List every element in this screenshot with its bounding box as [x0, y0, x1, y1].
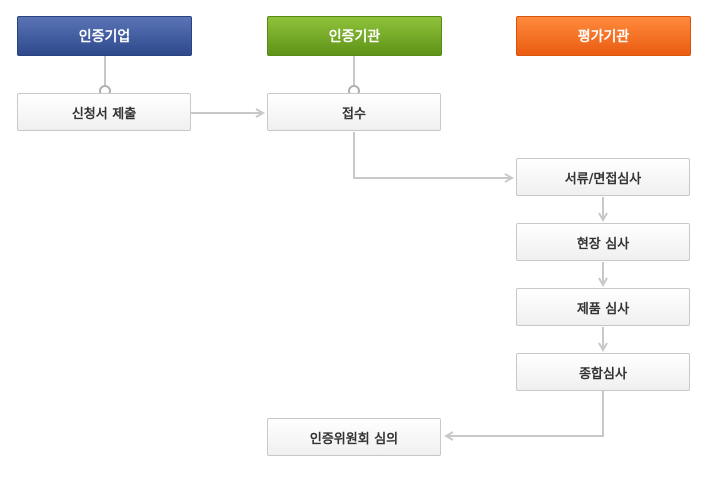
step-overall-review: 종합심사 [516, 353, 690, 391]
step-document-interview-review: 서류/면접심사 [516, 158, 690, 196]
step-committee-deliberation: 인증위원회 심의 [267, 418, 441, 456]
step-receipt-label: 접수 [342, 106, 366, 122]
header-certification-institution: 인증기관 [267, 16, 442, 56]
arrow-overall-to-committee [446, 391, 604, 436]
arrow-receive-to-document [353, 132, 512, 178]
header-evaluation-institution-label: 평가기관 [577, 29, 630, 45]
header-certification-institution-label: 인증기관 [328, 29, 381, 45]
header-evaluation-institution: 평가기관 [516, 16, 691, 56]
step-submit-application: 신청서 제출 [17, 93, 191, 131]
step-product-review: 제품 심사 [516, 288, 690, 326]
step-onsite-review: 현장 심사 [516, 223, 690, 261]
step-document-interview-review-label: 서류/면접심사 [564, 171, 642, 187]
header-certified-company: 인증기업 [17, 16, 192, 56]
step-onsite-review-label: 현장 심사 [576, 236, 630, 252]
step-receipt: 접수 [267, 93, 441, 131]
header-certified-company-label: 인증기업 [78, 29, 131, 45]
step-product-review-label: 제품 심사 [576, 301, 630, 317]
step-overall-review-label: 종합심사 [579, 366, 627, 382]
step-committee-deliberation-label: 인증위원회 심의 [309, 431, 399, 447]
step-submit-application-label: 신청서 제출 [71, 106, 137, 122]
